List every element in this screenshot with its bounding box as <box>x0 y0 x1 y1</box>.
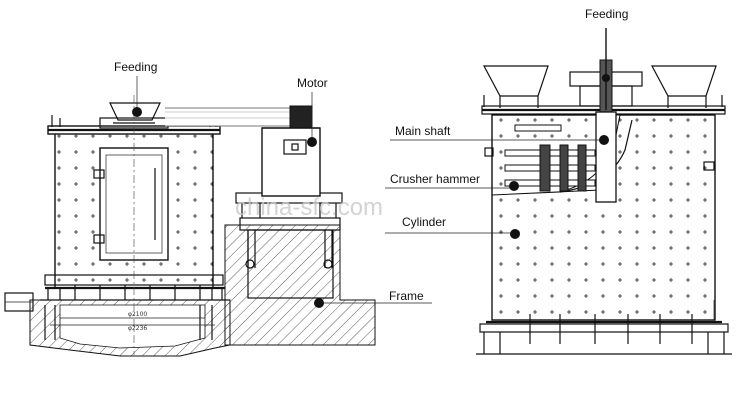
right-feeding-marker <box>602 74 610 82</box>
left-feeding-label: Feeding <box>114 60 157 74</box>
motor-top <box>289 105 313 129</box>
crusher-hammer-marker <box>509 181 519 191</box>
frame-label: Frame <box>389 289 424 303</box>
foundation-bowl <box>59 304 206 349</box>
left-feed-hopper <box>109 102 161 121</box>
crusher-hammer-label: Crusher hammer <box>390 172 480 186</box>
dimension-d2: φ2236 <box>128 325 147 332</box>
motor-marker <box>307 137 317 147</box>
cylinder-marker <box>510 229 520 239</box>
main-shaft-label: Main shaft <box>395 124 451 138</box>
right-hopper-right <box>651 65 717 97</box>
dimension-d1: φ2100 <box>128 311 147 318</box>
left-feeding-marker <box>132 107 142 117</box>
cylinder-label: Cylinder <box>402 215 446 229</box>
coupling-bar <box>165 107 291 127</box>
right-labels: Feeding Main shaft Crusher hammer Cylind… <box>385 7 628 239</box>
hammer-arms <box>504 124 596 192</box>
frame-marker <box>314 298 324 308</box>
right-hopper-left <box>483 65 549 97</box>
left-labels: Feeding Motor Frame <box>114 60 432 308</box>
right-feeding-label: Feeding <box>585 7 628 21</box>
right-section-view <box>476 28 732 355</box>
watermark: china-sfc.com <box>235 194 383 221</box>
main-shaft-marker <box>599 135 609 145</box>
left-front-view: φ2100 φ2236 <box>4 95 376 357</box>
motor-label: Motor <box>297 76 328 90</box>
